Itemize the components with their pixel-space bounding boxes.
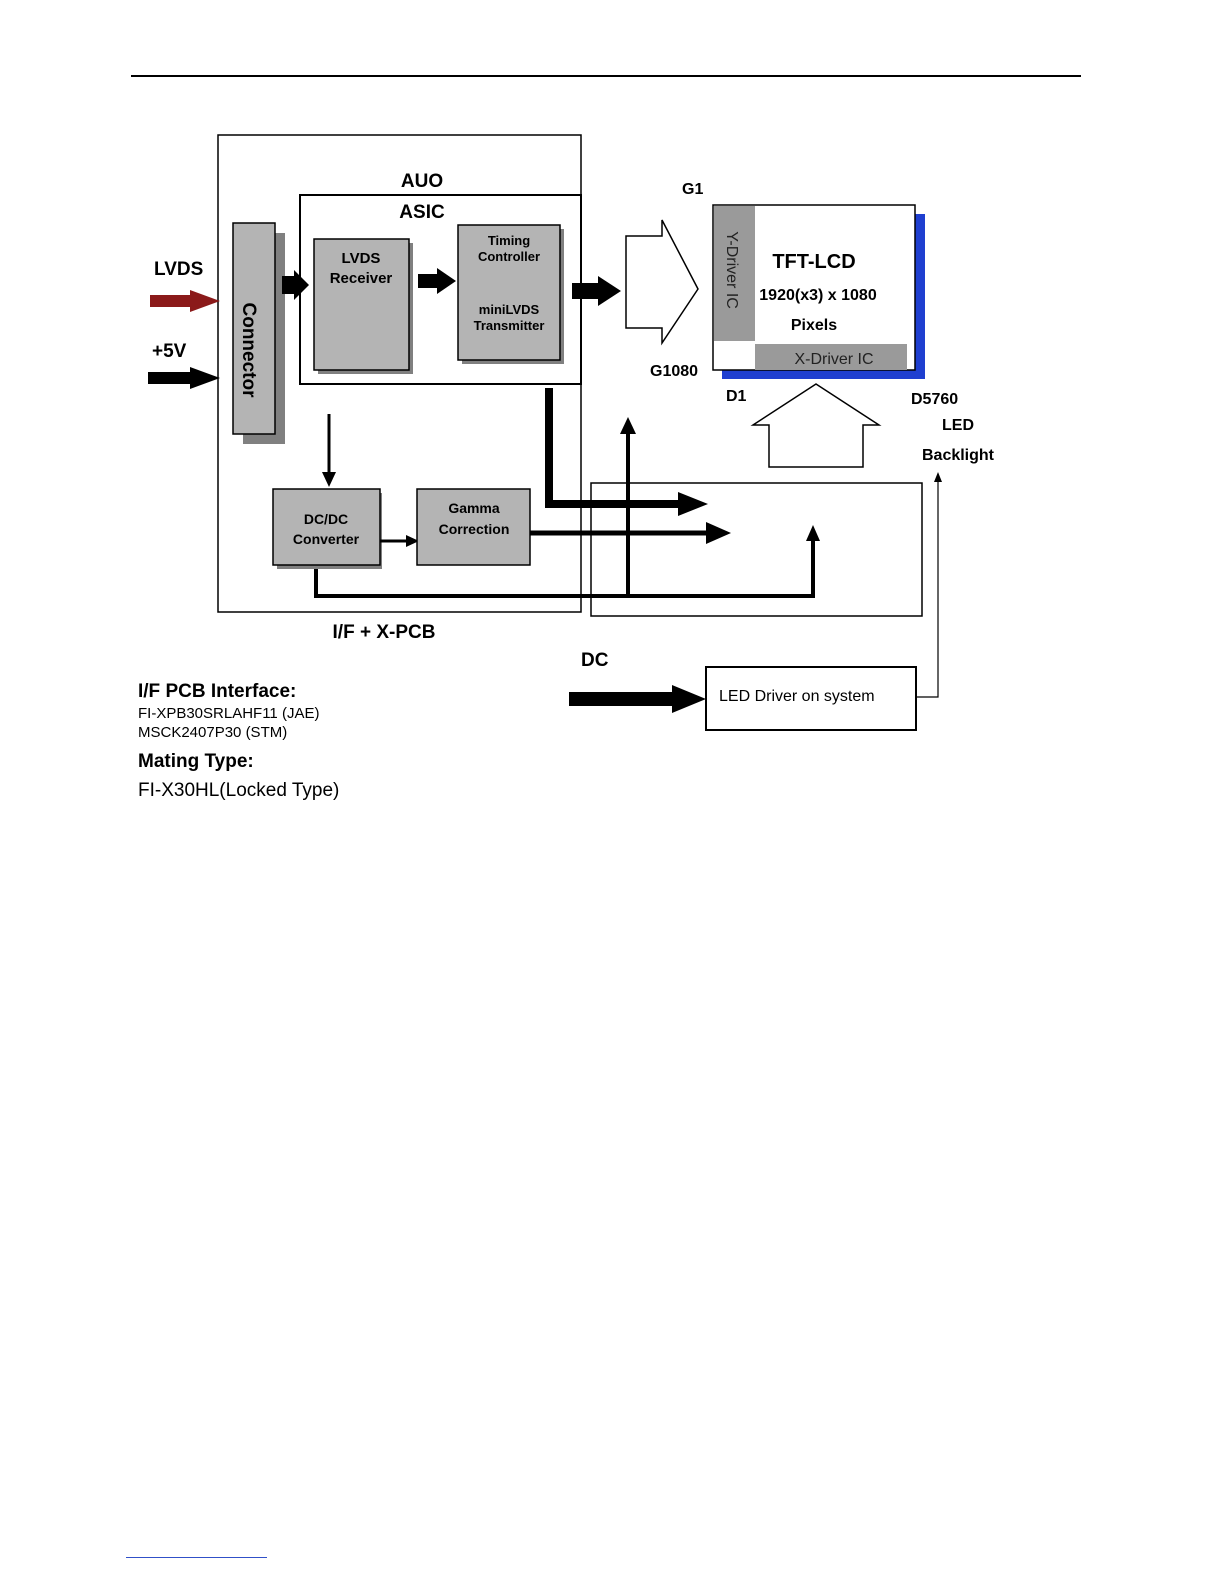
interface-part-jae: FI-XPB30SRLAHF11 (JAE) [138,705,320,722]
auo-label: AUO [401,171,443,192]
d1-label: D1 [726,388,747,405]
dc-label: DC [581,650,609,671]
interface-part-stm: MSCK2407P30 (STM) [138,724,288,741]
timing-controller-line2: Controller [478,249,540,264]
asic-bus-line [545,388,682,508]
y-driver-label: Y-Driver IC [723,231,740,309]
gate-power-arrowhead [620,417,636,434]
x-driver-block [755,344,907,370]
minilvds-line1: miniLVDS [479,302,540,317]
dcdc-line2: Converter [293,531,360,547]
connector-to-receiver-arrow [282,270,309,300]
connector-label: Connector [238,303,259,399]
dcdc-block [272,488,381,566]
x-driver-label: X-Driver IC [794,351,873,368]
led-label-line2: Backlight [922,447,995,464]
gamma-line2: Correction [439,521,510,537]
led-driver-box [705,666,917,731]
lvds-receiver-line1: LVDS [342,250,381,267]
lvds-input-label: LVDS [154,259,203,280]
tft-resolution: 1920(x3) x 1080 [759,287,877,304]
receiver-to-timing-arrow [418,268,456,294]
pcb-board-label: I/F + X-PCB [333,622,436,643]
lvds-receiver-line2: Receiver [330,270,393,287]
timing-controller-line1: Timing [488,233,530,248]
led-driver-label: LED Driver on system [719,688,875,705]
source-signal-arrow [750,383,882,468]
power-input-arrow [148,367,220,389]
g1080-label: G1080 [650,363,698,380]
led-driver-to-backlight-arrowhead [934,472,942,482]
g1-label: G1 [682,181,703,198]
tft-title: TFT-LCD [772,251,855,273]
minilvds-line2: Transmitter [474,318,545,333]
mating-value: FI-X30HL(Locked Type) [138,780,340,801]
d5760-label: D5760 [911,391,958,408]
power-bus-arrowhead [806,525,820,541]
y-driver-block [714,206,755,341]
dcdc-to-gamma-arrowhead [406,535,419,547]
footer-rule [126,1557,267,1558]
asic-output-arrow [572,276,621,306]
power-bus-line [314,540,815,598]
connector-block [232,222,276,435]
dc-input-arrow [569,685,706,713]
asic-bus-arrowhead [678,492,708,516]
mating-heading: Mating Type: [138,751,254,772]
timing-controller-block [457,224,561,361]
gate-signal-arrow [625,219,699,346]
interface-notes: I/F PCB Interface: FI-XPB30SRLAHF11 (JAE… [138,680,339,804]
asic-to-dcdc-arrowhead [322,472,336,487]
lvds-input-arrow [150,290,220,312]
dcdc-line1: DC/DC [304,511,348,527]
source-board-outline [590,482,923,617]
asic-label: ASIC [399,202,445,223]
lvds-receiver-block [313,238,410,371]
gamma-line1: Gamma [448,500,500,516]
led-label-line1: LED [942,417,974,434]
gamma-block [416,488,531,566]
interface-heading: I/F PCB Interface: [138,681,297,702]
led-driver-to-backlight-line [916,480,939,698]
gamma-output-arrowhead [706,522,731,544]
tft-pixels: Pixels [791,317,837,334]
power-input-label: +5V [152,341,187,362]
